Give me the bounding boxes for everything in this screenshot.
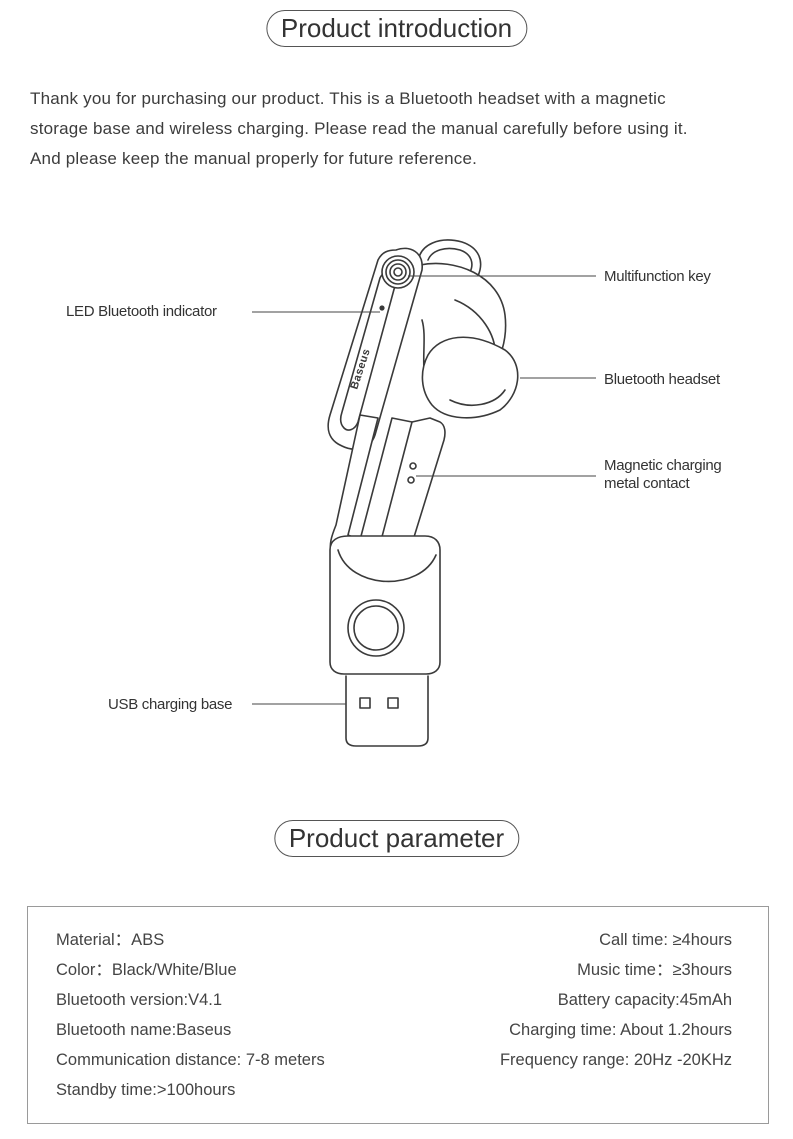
param-standby-time: Standby time:>100hours bbox=[56, 1081, 236, 1099]
ear-hook bbox=[417, 239, 482, 277]
callout-bluetooth-headset: Bluetooth headset bbox=[604, 371, 721, 388]
callout-usb-base: USB charging base bbox=[108, 696, 232, 713]
wireless-coil bbox=[347, 599, 405, 657]
parameter-column-left: Material：ABS Color：Black/White/Blue Blue… bbox=[56, 925, 325, 1105]
param-battery-capacity: Battery capacity:45mAh bbox=[557, 991, 732, 1009]
parameter-title: Product parameter bbox=[273, 820, 520, 857]
param-material: Material：ABS bbox=[56, 931, 165, 949]
intro-line: And please keep the manual properly for … bbox=[30, 149, 478, 168]
intro-paragraph: Thank you for purchasing our product. Th… bbox=[30, 84, 770, 174]
usb-connector bbox=[345, 675, 429, 747]
headset-boom bbox=[327, 247, 423, 450]
led-indicator bbox=[379, 305, 385, 311]
intro-line: storage base and wireless charging. Plea… bbox=[30, 119, 688, 138]
param-communication-distance: Communication distance: 7-8 meters bbox=[56, 1051, 325, 1069]
param-bluetooth-version: Bluetooth version:V4.1 bbox=[56, 991, 223, 1009]
callout-led-indicator: LED Bluetooth indicator bbox=[66, 303, 217, 320]
parameter-table: Material：ABS Color：Black/White/Blue Blue… bbox=[27, 906, 769, 1124]
callout-magnetic-contact: Magnetic charging bbox=[604, 457, 721, 474]
param-charging-time: Charging time: About 1.2hours bbox=[509, 1021, 732, 1039]
param-color: Color：Black/White/Blue bbox=[56, 961, 237, 979]
param-call-time: Call time: ≥4hours bbox=[599, 931, 732, 949]
callout-magnetic-contact-2: metal contact bbox=[604, 475, 690, 492]
param-music-time: Music time：≥3hours bbox=[577, 961, 732, 979]
param-frequency-range: Frequency range: 20Hz -20KHz bbox=[499, 1051, 732, 1069]
magnetic-contact bbox=[409, 462, 417, 470]
headset-diagram: Baseus Multifunction key LED Bluetooth i… bbox=[66, 239, 722, 747]
callout-multifunction-key: Multifunction key bbox=[604, 268, 711, 285]
intro-line: Thank you for purchasing our product. Th… bbox=[30, 89, 666, 108]
param-bluetooth-name: Bluetooth name:Baseus bbox=[56, 1021, 232, 1039]
intro-title: Product introduction bbox=[265, 10, 528, 47]
ear-tip bbox=[421, 336, 519, 419]
parameter-column-right: Call time: ≥4hours Music time：≥3hours Ba… bbox=[500, 925, 732, 1075]
